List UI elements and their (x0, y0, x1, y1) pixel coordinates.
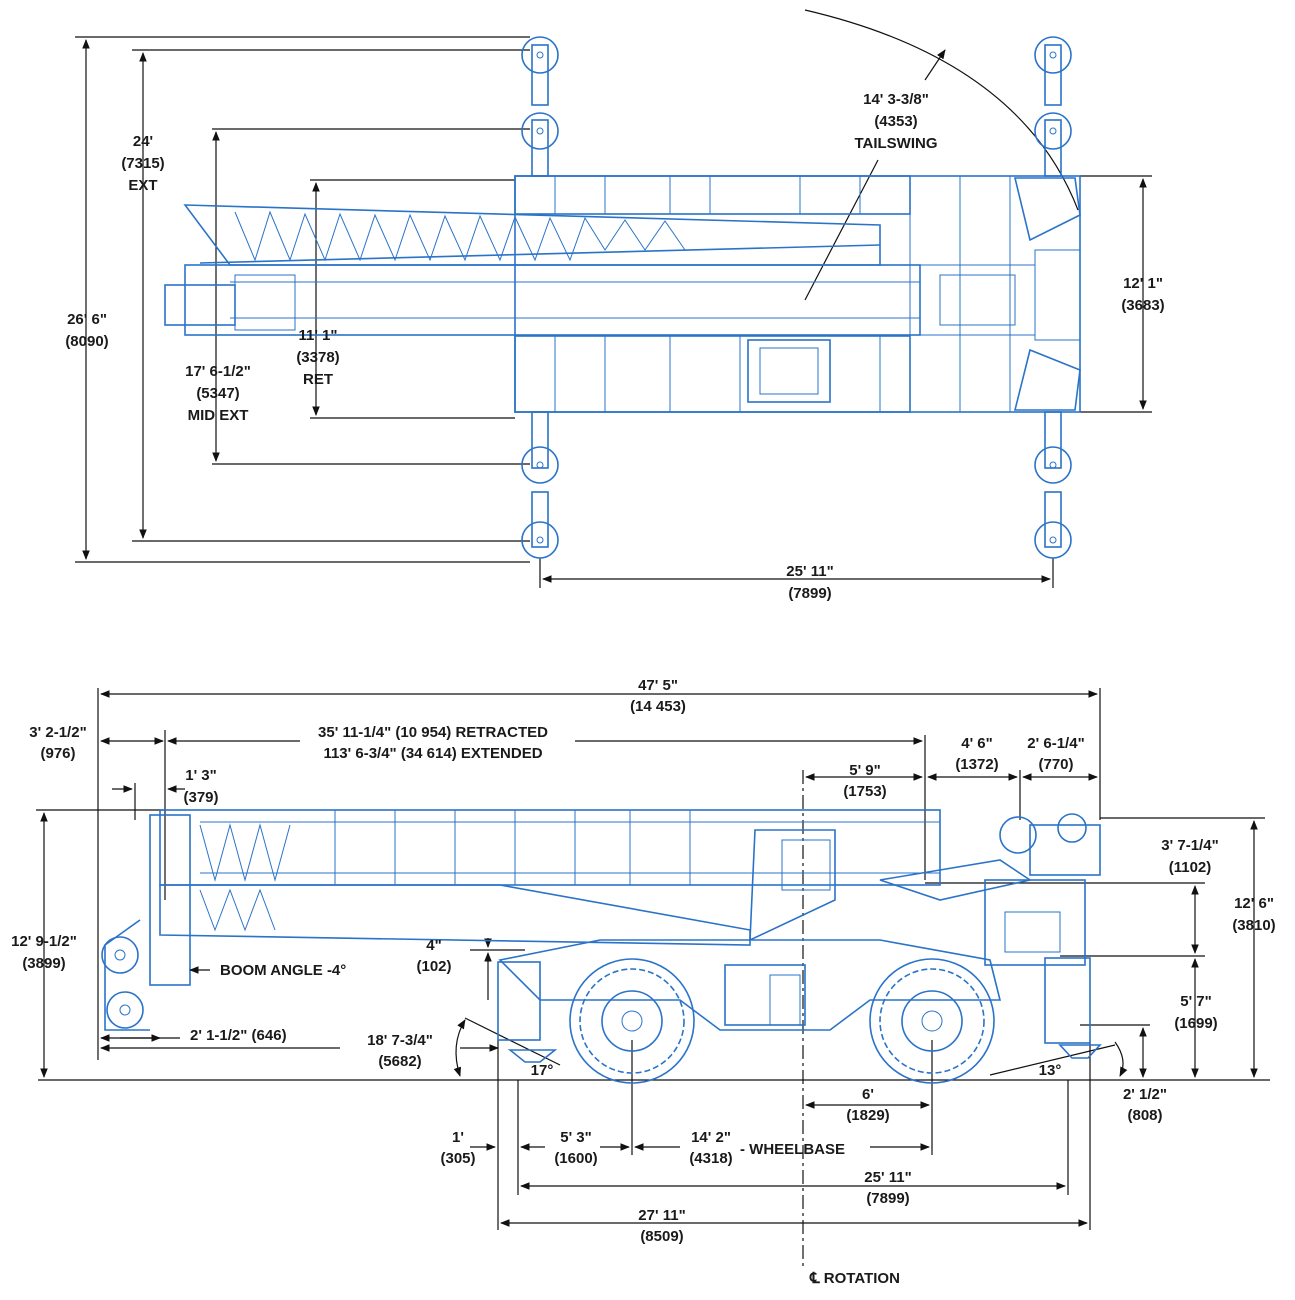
rear-a-metric: (1372) (955, 756, 998, 773)
ext-width-note: EXT (128, 177, 157, 194)
front-axle-metric: (1600) (554, 1150, 597, 1167)
axle-to-rotation-imperial: 6' (862, 1086, 874, 1103)
approach-angle: 17° (531, 1062, 554, 1079)
tailswing-note: TAILSWING (854, 135, 937, 152)
wheelbase-imperial: 14' 2" (691, 1129, 731, 1146)
rear-a-imperial: 4' 6" (961, 735, 993, 752)
crane-side-outline (101, 809, 1102, 1084)
approach-imperial: 18' 7-3/4" (367, 1032, 433, 1049)
outriggers-top (521, 36, 1072, 559)
side-horizontal-dims (97, 688, 1101, 1060)
tailswing-metric: (4353) (874, 113, 917, 130)
clearance-imperial: 4" (426, 937, 441, 954)
deck-height-metric: (1699) (1174, 1015, 1217, 1032)
ret-width-metric: (3378) (296, 349, 339, 366)
mid-ext-width-imperial: 17' 6-1/2" (185, 363, 251, 380)
departure-angle: 13° (1039, 1062, 1062, 1079)
wheelbase-metric: (4318) (689, 1150, 732, 1167)
crane-top-outline (164, 175, 1081, 413)
outrigger-spread-side-imperial: 25' 11" (864, 1169, 911, 1186)
boom-extended: 113' 6-3/4" (34 614) EXTENDED (323, 745, 542, 762)
mid-ext-width-metric: (5347) (196, 385, 239, 402)
clearance-metric: (102) (416, 958, 451, 975)
ground-clearance-imperial: 2' 1/2" (1123, 1086, 1167, 1103)
overall-height-imperial: 12' 6" (1234, 895, 1274, 912)
overall-length-imperial: 47' 5" (638, 677, 678, 694)
side-view: 47' 5" (14 453) 3' 2-1/2" (976) 35' 11-1… (11, 677, 1276, 1287)
boom-nose-offset-metric: (976) (40, 745, 75, 762)
top-view: 26' 6" (8090) 24' (7315) EXT 17' 6-1/2" … (65, 9, 1165, 602)
top-dimension-lines (82, 39, 1147, 583)
side-vertical-dims (36, 809, 1265, 1230)
deck-height-imperial: 5' 7" (1180, 993, 1212, 1010)
carrier-width-imperial: 12' 1" (1123, 275, 1163, 292)
cab-height-imperial: 3' 7-1/4" (1161, 837, 1218, 854)
ext-width-metric: (7315) (121, 155, 164, 172)
tip-offset-imperial: 1' 3" (185, 767, 217, 784)
overall-width-metric: (8090) (65, 333, 108, 350)
top-extension-lines (75, 36, 1152, 588)
rotation-label: ℄ ROTATION (809, 1270, 900, 1287)
overall-carrier-imperial: 27' 11" (638, 1207, 685, 1224)
ext-width-imperial: 24' (133, 133, 153, 150)
axle-to-rotation-metric: (1829) (846, 1107, 889, 1124)
wheelbase-note: - WHEELBASE (740, 1141, 845, 1158)
overall-length-metric: (14 453) (630, 698, 686, 715)
hook-offset-label: 2' 1-1/2" (646) (190, 1027, 287, 1044)
rear-b-metric: (770) (1038, 756, 1073, 773)
front-overhang-metric: (305) (440, 1150, 475, 1167)
overall-height-metric: (3810) (1232, 917, 1275, 934)
mid-ext-width-note: MID EXT (188, 407, 249, 424)
outrigger-spread-imperial: 25' 11" (786, 563, 833, 580)
boom-retracted: 35' 11-1/4" (10 954) RETRACTED (318, 724, 548, 741)
front-axle-imperial: 5' 3" (560, 1129, 592, 1146)
tailswing-arc (804, 9, 1079, 211)
overall-width-imperial: 26' 6" (67, 311, 107, 328)
cab-height-metric: (1102) (1169, 859, 1212, 876)
ground-clearance-metric: (808) (1127, 1107, 1162, 1124)
overall-carrier-metric: (8509) (640, 1228, 683, 1245)
tip-offset-metric: (379) (183, 789, 218, 806)
outrigger-spread-metric: (7899) (788, 585, 831, 602)
rear-b-imperial: 2' 6-1/4" (1027, 735, 1084, 752)
boom-height-metric: (3899) (22, 955, 65, 972)
cab-offset-imperial: 5' 9" (849, 762, 881, 779)
approach-metric: (5682) (378, 1053, 421, 1070)
tailswing-imperial: 14' 3-3/8" (863, 91, 929, 108)
cab-offset-metric: (1753) (843, 783, 886, 800)
outrigger-spread-side-metric: (7899) (866, 1190, 909, 1207)
boom-nose-offset-imperial: 3' 2-1/2" (29, 724, 86, 741)
ret-width-imperial: 11' 1" (298, 327, 337, 344)
front-overhang-imperial: 1' (452, 1129, 464, 1146)
boom-angle-label: BOOM ANGLE -4° (220, 962, 346, 979)
boom-height-imperial: 12' 9-1/2" (11, 933, 77, 950)
carrier-width-metric: (3683) (1121, 297, 1164, 314)
ret-width-note: RET (303, 371, 333, 388)
